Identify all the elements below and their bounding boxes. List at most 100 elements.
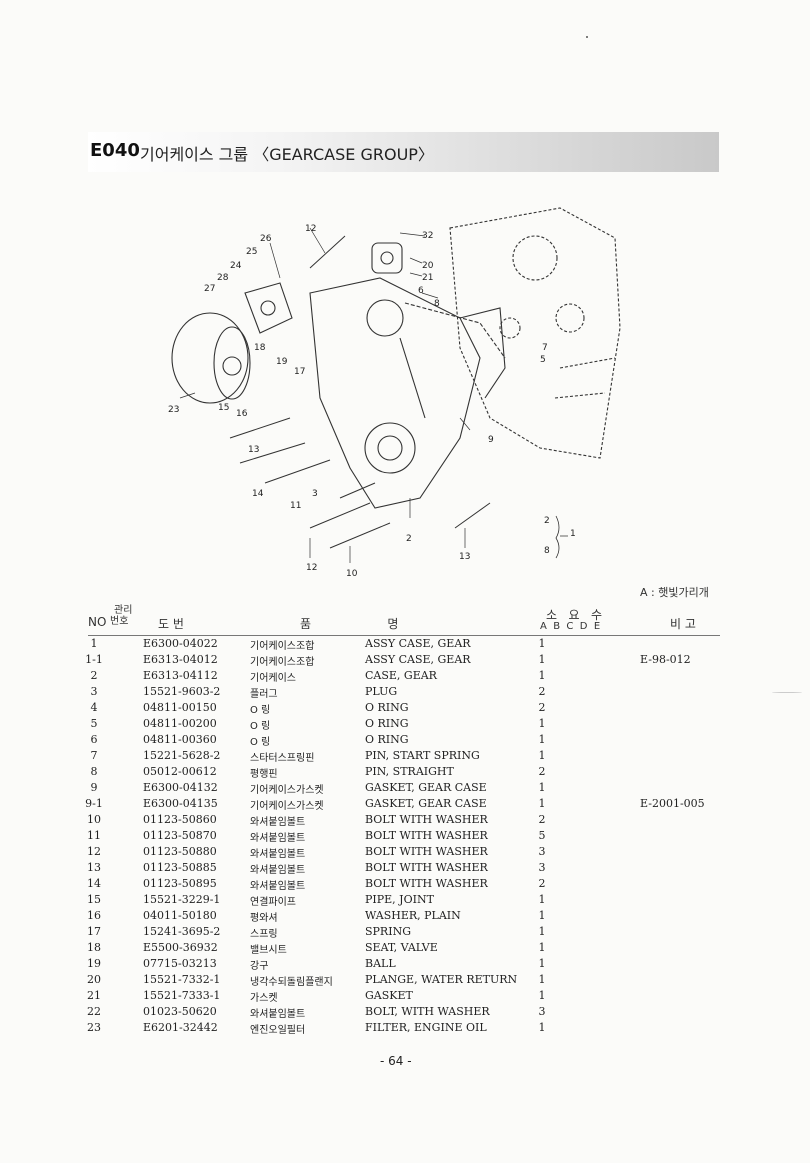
row-qty: 1 xyxy=(538,749,546,762)
callout: 24 xyxy=(230,261,242,271)
row-part-no: 04811-00360 xyxy=(143,733,217,746)
row-part-no: 04811-00200 xyxy=(143,717,217,730)
row-qty: 2 xyxy=(538,701,546,714)
row-name-en: BOLT WITH WASHER xyxy=(365,861,488,874)
row-name-kr: 밸브시트 xyxy=(250,945,287,956)
callout: 14 xyxy=(252,489,264,499)
callout: 5 xyxy=(540,355,546,365)
row-qty: 1 xyxy=(538,909,546,922)
row-part-no: 07715-03213 xyxy=(143,957,217,970)
row-name-kr: 스타터스프링핀 xyxy=(250,753,315,764)
row-part-no: 04011-50180 xyxy=(143,909,217,922)
row-name-kr: 기어케이스조합 xyxy=(250,641,315,652)
row-name-en: BOLT WITH WASHER xyxy=(365,813,488,826)
row-name-kr: 플러그 xyxy=(250,689,278,700)
row-part-no: 01123-50895 xyxy=(143,877,217,890)
row-name-en: PIPE, JOINT xyxy=(365,893,434,906)
section-code: E040 xyxy=(90,140,140,161)
row-name-en: SPRING xyxy=(365,925,411,938)
callout: 19 xyxy=(276,357,288,367)
row-no: 18 xyxy=(87,941,101,954)
gasket xyxy=(404,302,506,359)
row-no: 14 xyxy=(87,877,101,890)
row-name-en: PIN, START SPRING xyxy=(365,749,480,762)
header-remark: 비 고 xyxy=(670,617,696,631)
callout: 10 xyxy=(346,569,358,579)
row-name-kr: 평행핀 xyxy=(250,769,278,780)
row-name-kr: 기어케이스 xyxy=(250,673,296,684)
callout: 9 xyxy=(488,435,494,445)
header-no: NO xyxy=(88,615,107,629)
callout: 13 xyxy=(459,552,470,562)
callout: 6 xyxy=(418,286,424,296)
row-qty: 5 xyxy=(538,829,546,842)
callout-labels: 12 26 25 24 28 27 32 20 21 6 8 18 19 17 … xyxy=(168,224,576,579)
row-qty: 1 xyxy=(538,957,546,970)
row-qty: 2 xyxy=(538,765,546,778)
row-no: 7 xyxy=(90,749,98,762)
row-part-no: 01123-50880 xyxy=(143,845,217,858)
row-part-no: 01023-50620 xyxy=(143,1005,217,1018)
row-no: 1 xyxy=(90,637,98,650)
callout: 23 xyxy=(168,405,179,415)
row-name-en: O RING xyxy=(365,717,409,730)
row-name-en: ASSY CASE, GEAR xyxy=(365,637,471,650)
row-qty: 1 xyxy=(538,653,546,666)
row-remark: E-2001-005 xyxy=(640,797,705,810)
row-part-no: 05012-00612 xyxy=(143,765,217,778)
row-qty: 2 xyxy=(538,685,546,698)
water-flange xyxy=(371,242,403,274)
row-name-en: GASKET, GEAR CASE xyxy=(365,781,487,794)
row-part-no: 15521-3229-1 xyxy=(143,893,221,906)
callout: 18 xyxy=(254,343,266,353)
row-part-no: 15241-3695-2 xyxy=(143,925,221,938)
callout: 17 xyxy=(294,367,305,377)
page-number: - 64 - xyxy=(380,1054,412,1068)
row-qty: 1 xyxy=(538,781,546,794)
row-name-kr: 와셔붙임볼트 xyxy=(250,849,306,860)
row-no: 23 xyxy=(87,1021,101,1034)
row-name-en: WASHER, PLAIN xyxy=(365,909,461,922)
row-part-no: E6300-04132 xyxy=(143,781,218,794)
row-part-no: 01123-50885 xyxy=(143,861,217,874)
row-part-no: 15521-7333-1 xyxy=(143,989,221,1002)
table-row: 7 15221-5628-2 스타터스프링핀 PIN, START SPRING 1 xyxy=(0,749,810,765)
row-no: 8 xyxy=(90,765,98,778)
row-name-en: BOLT WITH WASHER xyxy=(365,845,488,858)
row-qty: 1 xyxy=(538,717,546,730)
row-qty: 3 xyxy=(538,1005,546,1018)
diagram-caption: A : 햇빛가리개 xyxy=(640,586,709,599)
row-no: 20 xyxy=(87,973,101,986)
row-qty: 1 xyxy=(538,893,546,906)
row-no: 16 xyxy=(87,909,101,922)
callout: 12 xyxy=(305,224,316,234)
row-no: 11 xyxy=(87,829,101,842)
row-name-en: PIN, STRAIGHT xyxy=(365,765,454,778)
header-divider xyxy=(88,635,720,636)
callout: 32 xyxy=(422,231,433,241)
row-part-no: E6313-04112 xyxy=(143,669,218,682)
row-name-en: PLANGE, WATER RETURN xyxy=(365,973,518,986)
row-qty: 3 xyxy=(538,861,546,874)
row-part-no: 15521-7332-1 xyxy=(143,973,221,986)
row-name-en: CASE, GEAR xyxy=(365,669,437,682)
row-qty: 1 xyxy=(538,989,546,1002)
callout: 20 xyxy=(422,261,434,271)
row-part-no: 15221-5628-2 xyxy=(143,749,221,762)
row-part-no: 04811-00150 xyxy=(143,701,217,714)
bolts xyxy=(229,235,491,549)
callout: 13 xyxy=(248,445,259,455)
row-name-en: BALL xyxy=(365,957,396,970)
row-part-no: 01123-50870 xyxy=(143,829,217,842)
row-qty: 2 xyxy=(538,877,546,890)
callout: 3 xyxy=(312,489,318,499)
